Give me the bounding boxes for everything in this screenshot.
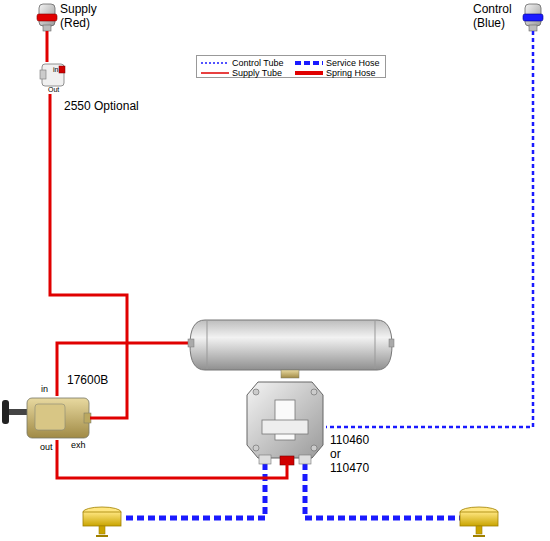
part-label: 2550 Optional	[64, 100, 139, 114]
legend-swatch	[295, 60, 323, 66]
brake-chamber	[83, 507, 121, 536]
legend-label: Supply Tube	[232, 68, 282, 78]
legend-label: Control Tube	[232, 58, 284, 68]
part-label: Out	[48, 86, 59, 94]
service-hose	[122, 463, 265, 518]
part-label: in	[41, 384, 48, 394]
part-label: out	[40, 442, 53, 452]
part-label: 110460 or 110470	[330, 434, 376, 475]
legend-label: Service Hose	[326, 58, 380, 68]
check-valve	[40, 64, 65, 86]
part-label: Control (Blue)	[473, 3, 521, 31]
air-tank	[188, 320, 394, 378]
glad-hand	[37, 4, 57, 31]
legend-item: Spring Hose	[295, 68, 376, 78]
supply-tube	[50, 94, 127, 418]
supply-tube	[46, 31, 49, 62]
legend-item: Control Tube	[201, 58, 284, 68]
glad-hand	[523, 4, 543, 31]
part-label: Supply (Red)	[60, 3, 112, 31]
legend-swatch	[201, 70, 229, 76]
control-tube	[326, 31, 533, 427]
legend-swatch	[201, 60, 229, 66]
relay-valve	[247, 382, 323, 465]
legend-item: Supply Tube	[201, 68, 282, 78]
component-node: 110460 or 110470	[246, 376, 326, 464]
brake-chamber	[460, 507, 498, 536]
service-hose	[305, 463, 462, 518]
component-node: 17600Binexhout	[27, 396, 90, 440]
legend-swatch	[295, 70, 323, 76]
part-label: 17600B	[67, 374, 108, 388]
component-node: Control (Blue)	[523, 3, 543, 31]
part-label: exh	[71, 440, 86, 450]
legend-box: Control Tube Service HoseSupply Tube Sprin…	[196, 55, 386, 78]
legend-item: Service Hose	[295, 58, 380, 68]
component-node: inOut2550 Optional	[40, 62, 64, 94]
legend-label: Spring Hose	[326, 68, 376, 78]
push-pull-valve	[2, 398, 91, 438]
component-node: Supply (Red)	[38, 3, 56, 31]
part-label: in	[53, 66, 58, 74]
supply-tube	[57, 440, 287, 478]
